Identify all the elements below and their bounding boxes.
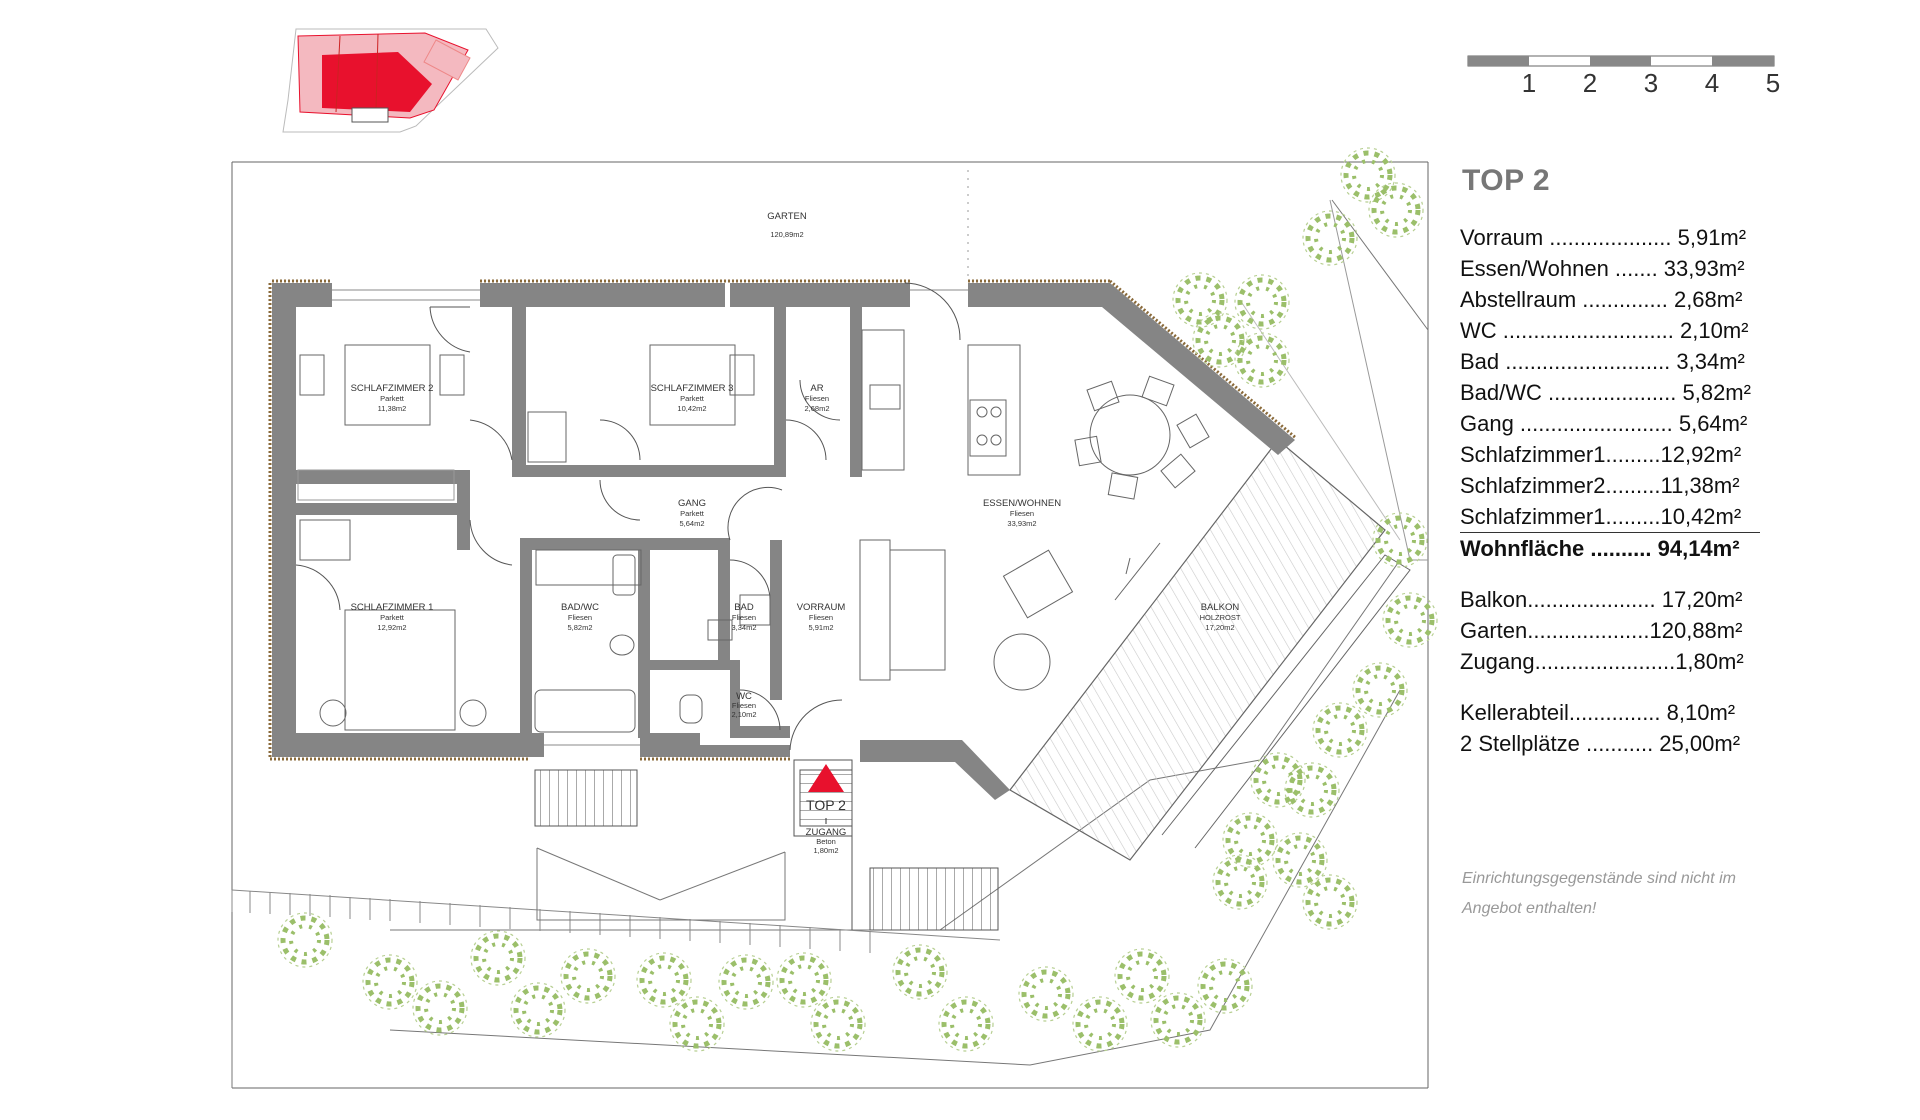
label-garten-name: GARTEN bbox=[767, 211, 807, 222]
area-row-schlafzimmer1: Schlafzimmer1.........12,92m² bbox=[1460, 442, 1742, 467]
label-sz2-area: 11,38m2 bbox=[378, 404, 407, 413]
label-sz3-floor: Parkett bbox=[680, 394, 705, 403]
label-sz2-floor: Parkett bbox=[380, 394, 405, 403]
balcony bbox=[1009, 439, 1411, 861]
label-balkon-floor: HOLZROST bbox=[1200, 613, 1241, 622]
label-wc-area: 2,10m2 bbox=[731, 710, 756, 719]
label-sz3-area: 10,42m2 bbox=[677, 404, 706, 413]
disclaimer-note: Einrichtungsgegenstände sind nicht im An… bbox=[1462, 870, 1736, 917]
label-bad-area: 3,34m2 bbox=[731, 623, 756, 632]
label-zugang-area: 1,80m2 bbox=[813, 846, 838, 855]
label-wc-floor: Fliesen bbox=[732, 701, 756, 710]
scale-label-2: 2 bbox=[1583, 68, 1597, 98]
label-essen-name: ESSEN/WOHNEN bbox=[983, 498, 1061, 509]
label-ar-area: 2,68m2 bbox=[804, 404, 829, 413]
entrance-label: TOP 2 bbox=[806, 797, 846, 813]
apartment-title: TOP 2 bbox=[1462, 164, 1551, 197]
entrance-marker: TOP 2 bbox=[806, 764, 846, 824]
label-ar-floor: Fliesen bbox=[805, 394, 829, 403]
area-row-schlafzimmer2: Schlafzimmer2.........11,38m² bbox=[1460, 473, 1740, 498]
area-row-schlafzimmer3: Schlafzimmer1.........10,42m² bbox=[1460, 504, 1742, 529]
label-sz2-name: SCHLAFZIMMER 2 bbox=[351, 383, 434, 394]
label-ar-name: AR bbox=[810, 383, 823, 394]
scale-label-5: 5 bbox=[1766, 68, 1780, 98]
extra-row-balkon: Balkon..................... 17,20m² bbox=[1460, 587, 1743, 612]
area-row-bad: Bad ........................... 3,34m² bbox=[1460, 349, 1745, 374]
label-essen-floor: Fliesen bbox=[1010, 509, 1034, 518]
area-row-wc: WC ............................ 2,10m² bbox=[1460, 318, 1749, 343]
label-balkon-area: 17,20m2 bbox=[1205, 623, 1234, 632]
label-sz3-name: SCHLAFZIMMER 3 bbox=[651, 383, 734, 394]
storage-row-kellerabteil: Kellerabteil............... 8,10m² bbox=[1460, 700, 1736, 725]
scale-label-1: 1 bbox=[1522, 68, 1536, 98]
label-badwc-area: 5,82m2 bbox=[567, 623, 592, 632]
label-essen-area: 33,93m2 bbox=[1007, 519, 1036, 528]
fence bbox=[231, 889, 1001, 953]
area-row-essen-wohnen: Essen/Wohnen ....... 33,93m² bbox=[1460, 256, 1745, 281]
label-zugang-floor: Beton bbox=[816, 837, 836, 846]
label-wc-name: WC bbox=[736, 691, 752, 702]
key-plan bbox=[282, 28, 499, 133]
walls bbox=[272, 283, 1295, 800]
area-row-total: Wohnfläche .......... 94,14m² bbox=[1460, 532, 1760, 564]
windows bbox=[332, 289, 968, 746]
label-sz1-floor: Parkett bbox=[380, 613, 405, 622]
label-badwc-floor: Fliesen bbox=[568, 613, 592, 622]
area-legend: TOP 2 Vorraum .................... 5,91m… bbox=[1460, 164, 1760, 759]
label-sz1-name: SCHLAFZIMMER 1 bbox=[351, 602, 434, 613]
label-vorraum-name: VORRAUM bbox=[797, 602, 846, 613]
scale-label-3: 3 bbox=[1644, 68, 1658, 98]
extra-row-zugang: Zugang.......................1,80m² bbox=[1460, 649, 1744, 674]
doors bbox=[295, 282, 961, 751]
label-gang-name: GANG bbox=[678, 498, 706, 509]
storage-row-stellplaetze: 2 Stellplätze ........... 25,00m² bbox=[1460, 731, 1741, 756]
extra-row-garten: Garten....................120,88m² bbox=[1460, 618, 1743, 643]
area-row-gang: Gang ......................... 5,64m² bbox=[1460, 411, 1748, 436]
area-row-abstellraum: Abstellraum .............. 2,68m² bbox=[1460, 287, 1743, 312]
label-zugang-name: ZUGANG bbox=[806, 827, 847, 838]
label-gang-floor: Parkett bbox=[680, 509, 705, 518]
scale-label-4: 4 bbox=[1705, 68, 1719, 98]
room-labels: GARTEN 120,89m2 SCHLAFZIMMER 2 Parkett 1… bbox=[351, 211, 1241, 855]
furniture bbox=[297, 329, 1210, 733]
label-gang-area: 5,64m2 bbox=[679, 519, 704, 528]
label-sz1-area: 12,92m2 bbox=[377, 623, 406, 632]
label-bad-name: BAD bbox=[734, 602, 754, 613]
label-bad-floor: Fliesen bbox=[732, 613, 756, 622]
label-badwc-name: BAD/WC bbox=[561, 602, 599, 613]
label-vorraum-floor: Fliesen bbox=[809, 613, 833, 622]
facade-hatch bbox=[268, 279, 1297, 761]
scale-bar: 1 2 3 4 5 bbox=[1467, 55, 1780, 98]
area-row-bad-wc: Bad/WC ..................... 5,82m² bbox=[1460, 380, 1751, 405]
label-garten-area: 120,89m2 bbox=[770, 230, 803, 239]
label-balkon-name: BALKON bbox=[1201, 602, 1240, 613]
stairs bbox=[534, 759, 999, 931]
area-row-vorraum: Vorraum .................... 5,91m² bbox=[1460, 225, 1747, 250]
label-vorraum-area: 5,91m2 bbox=[808, 623, 833, 632]
